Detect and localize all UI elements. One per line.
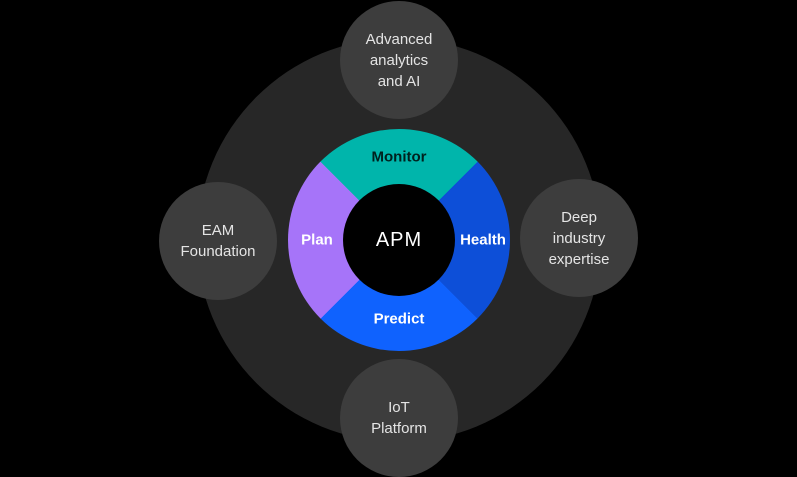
- apm-center-circle: APM: [343, 184, 455, 296]
- satellite-eam-foundation: EAM Foundation: [159, 182, 277, 300]
- ring-segment-label-health: Health: [460, 231, 506, 249]
- satellite-deep-industry-expertise: Deep industry expertise: [520, 179, 638, 297]
- satellite-label: Deep industry expertise: [548, 208, 610, 268]
- satellite-iot-platform: IoT Platform: [340, 359, 458, 477]
- satellite-label: EAM Foundation: [180, 222, 256, 260]
- satellite-advanced-analytics-ai: Advanced analytics and AI: [340, 1, 458, 119]
- apm-ring: Monitor Health Predict Plan APM: [288, 129, 510, 351]
- apm-center-label: APM: [375, 228, 423, 251]
- satellite-label: IoT Platform: [371, 399, 427, 437]
- ring-segment-label-predict: Predict: [373, 310, 425, 328]
- satellite-label: Advanced analytics and AI: [365, 30, 433, 90]
- ring-segment-label-monitor: Monitor: [371, 148, 427, 166]
- ring-segment-label-plan: Plan: [301, 231, 333, 249]
